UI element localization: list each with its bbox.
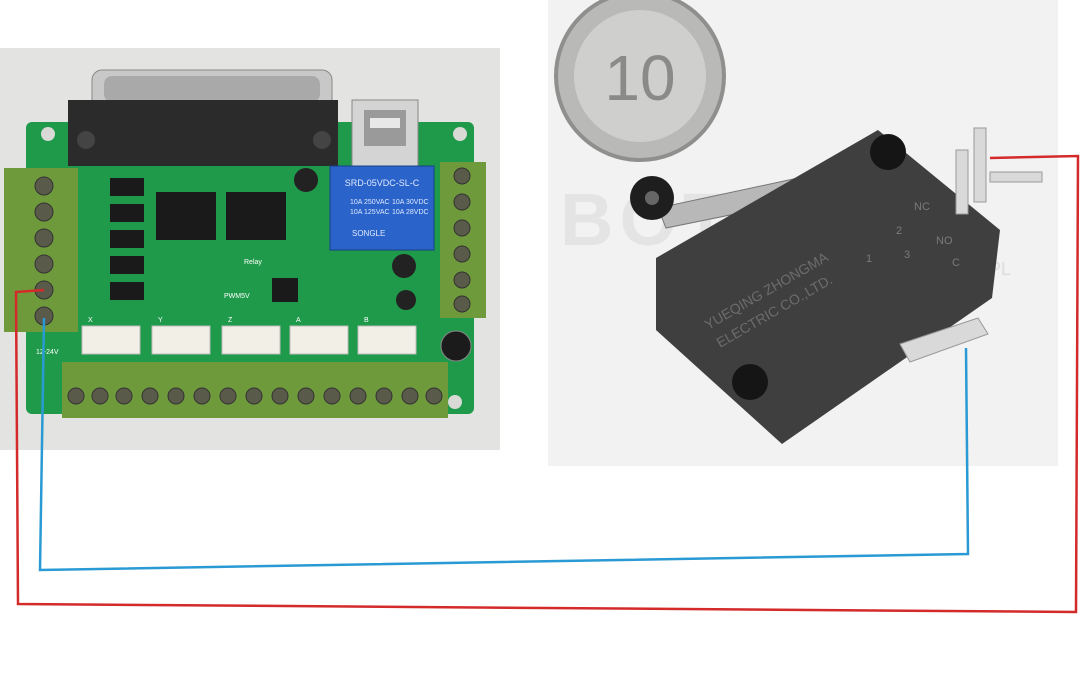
breakout-board-illustration: SRD-05VDC-SL-C 10A 250VAC 10A 125VAC 10A… bbox=[4, 69, 486, 418]
breakout-board-photo: SRD-05VDC-SL-C 10A 250VAC 10A 125VAC 10A… bbox=[0, 48, 500, 450]
axis-label-y: Y bbox=[158, 317, 163, 324]
axis-label-b: B bbox=[364, 317, 369, 324]
microswitch-illustration: BOTLAND .PL 10 YUEQING ZHONGMA ELECTRIC … bbox=[554, 0, 1043, 444]
relay-rating-1: 10A 250VAC bbox=[350, 199, 390, 206]
pwm-silk-label: PWM5V bbox=[224, 293, 250, 300]
terminal-2-label: 2 bbox=[896, 225, 902, 237]
switch-body: YUEQING ZHONGMA ELECTRIC CO.,LTD. NC NO … bbox=[656, 130, 1000, 444]
left-terminal-block bbox=[4, 168, 78, 332]
relay-model-text: SRD-05VDC-SL-C bbox=[345, 178, 420, 188]
axis-label-z: Z bbox=[228, 317, 233, 324]
no-label: NO bbox=[936, 235, 953, 247]
relay: SRD-05VDC-SL-C 10A 250VAC 10A 125VAC 10A… bbox=[329, 165, 435, 251]
terminal-3-label: 3 bbox=[904, 249, 910, 261]
ic-chip-2 bbox=[226, 192, 286, 240]
capacitor bbox=[440, 330, 472, 362]
regulator-chip bbox=[272, 278, 298, 302]
coin-value-text: 10 bbox=[604, 42, 675, 114]
axis-label-x: X bbox=[88, 317, 93, 324]
bottom-terminal-block bbox=[62, 362, 448, 418]
capacitor bbox=[396, 290, 416, 310]
terminal-1-label: 1 bbox=[866, 253, 872, 265]
relay-rating-2: 10A 125VAC bbox=[350, 209, 390, 216]
relay-rating-4: 10A 28VDC bbox=[392, 209, 429, 216]
coin: 10 bbox=[554, 0, 726, 162]
relay-brand-text: SONGLE bbox=[352, 229, 385, 238]
blue-wire bbox=[38, 317, 970, 572]
relay-silk-label: Relay bbox=[244, 259, 262, 266]
usb-port bbox=[351, 99, 419, 177]
db25-connector bbox=[68, 69, 338, 166]
relay-rating-3: 10A 30VDC bbox=[392, 199, 429, 206]
capacitor bbox=[392, 254, 416, 278]
axis-connectors: X Y Z A B bbox=[81, 317, 417, 355]
power-silk-label: 12-24V bbox=[36, 349, 59, 356]
ic-chip-1 bbox=[156, 192, 216, 240]
right-terminal-block bbox=[440, 162, 486, 318]
axis-label-a: A bbox=[296, 317, 301, 324]
switch-terminals bbox=[899, 127, 1043, 363]
microswitch-photo: BOTLAND .PL 10 YUEQING ZHONGMA ELECTRIC … bbox=[548, 0, 1058, 466]
red-wire bbox=[14, 154, 1080, 614]
c-label: C bbox=[952, 257, 960, 269]
nc-label: NC bbox=[914, 201, 930, 213]
capacitor bbox=[294, 168, 318, 192]
optocoupler-array bbox=[110, 178, 144, 300]
